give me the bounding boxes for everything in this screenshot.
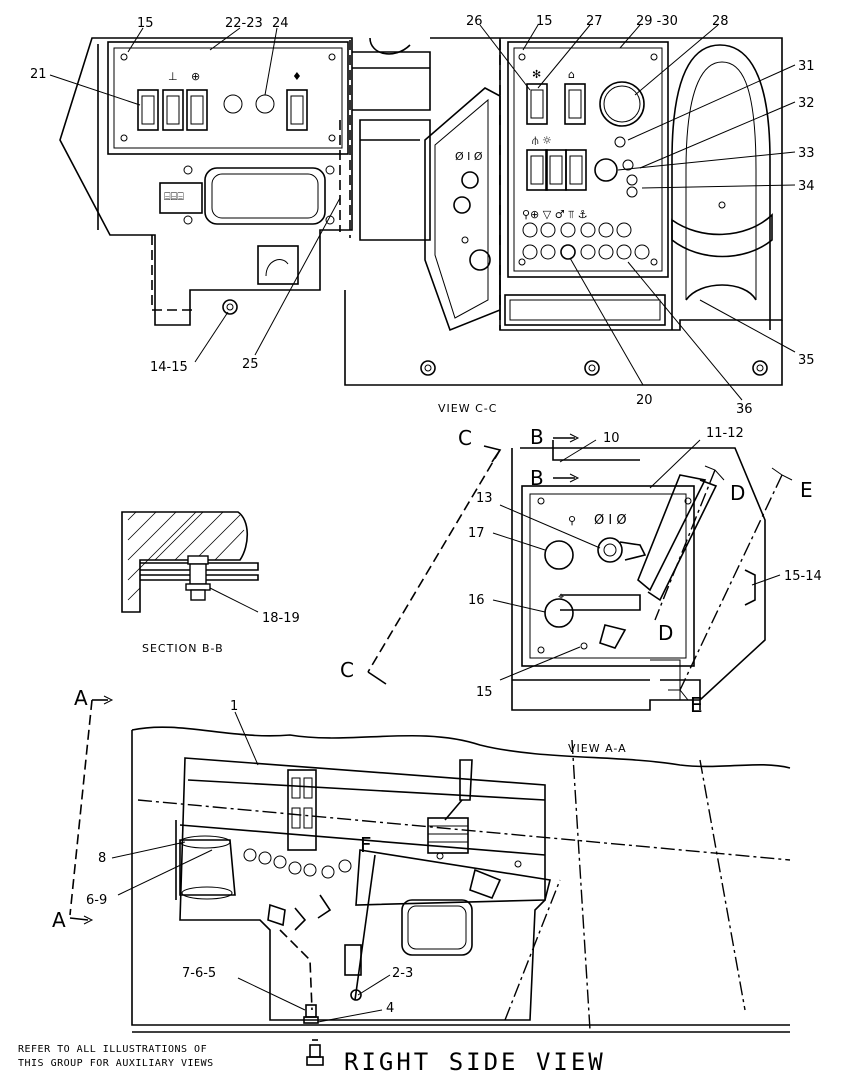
section-letter-e: E xyxy=(690,693,703,717)
reference-note-line1: REFER TO ALL ILLUSTRATIONS OF xyxy=(18,1044,207,1055)
svg-text:Ø I Ø: Ø I Ø xyxy=(455,150,483,163)
callout-10: 10 xyxy=(603,431,620,446)
callout-20: 20 xyxy=(636,393,653,408)
right-side-leaders xyxy=(111,711,391,1023)
section-letter-b: B xyxy=(530,425,544,449)
callout-11-12: 11-12 xyxy=(706,426,744,441)
callout-15: 15 xyxy=(476,685,493,700)
callout-6-9: 6-9 xyxy=(86,893,107,908)
svg-text:⚲⊕ ▽ ♂ ⫪ ⚓: ⚲⊕ ▽ ♂ ⫪ ⚓ xyxy=(522,208,588,221)
svg-text:Ø I Ø: Ø I Ø xyxy=(594,513,627,528)
callout-21: 21 xyxy=(30,67,47,82)
callout-7-6-5: 7-6-5 xyxy=(182,966,216,981)
svg-text:⌸⌸⌸: ⌸⌸⌸ xyxy=(164,190,184,203)
view-cc-drawing: ⊥ ⊕ ♦ ⌸⌸⌸ xyxy=(59,37,783,386)
section-letter-d: D xyxy=(730,481,745,505)
callout-15: 15 xyxy=(536,14,553,29)
section-letter-c: C xyxy=(340,658,354,682)
callout-25: 25 xyxy=(242,357,259,372)
view-aa-drawing: ⚲ Ø I Ø ⌖ xyxy=(511,447,766,711)
callout-15: 15 xyxy=(137,16,154,31)
section-a-lines xyxy=(69,695,114,925)
section-bb-caption: SECTION B-B xyxy=(142,642,224,655)
svg-text:⌂: ⌂ xyxy=(568,68,575,81)
callout-36: 36 xyxy=(736,402,753,417)
section-letter-b: B xyxy=(530,466,544,490)
callout-31: 31 xyxy=(798,59,815,74)
callout-29-30: 29 -30 xyxy=(636,14,678,29)
callout-18-19: 18-19 xyxy=(262,611,300,626)
section-letter-d: D xyxy=(658,621,673,645)
lamp-icon xyxy=(306,1039,324,1066)
callout-2-3: 2-3 xyxy=(392,966,413,981)
svg-text:✻: ✻ xyxy=(532,68,541,81)
section-cut-lines xyxy=(367,433,793,701)
indicator-grid xyxy=(522,222,650,260)
svg-text:⌖: ⌖ xyxy=(558,590,564,603)
callout-34: 34 xyxy=(798,179,815,194)
right-side-view-drawing xyxy=(131,726,791,1033)
callout-16: 16 xyxy=(468,593,485,608)
section-letter-a: A xyxy=(74,686,88,710)
view-aa-caption: VIEW A-A xyxy=(568,742,627,755)
svg-text:♦: ♦ xyxy=(292,70,302,83)
callout-13: 13 xyxy=(476,491,493,506)
callout-35: 35 xyxy=(798,353,815,368)
callout-4: 4 xyxy=(386,1001,394,1016)
view-cc-caption: VIEW C-C xyxy=(438,402,497,415)
right-side-view-caption: RIGHT SIDE VIEW xyxy=(344,1048,606,1076)
callout-28: 28 xyxy=(712,14,729,29)
callout-27: 27 xyxy=(586,14,603,29)
callout-26: 26 xyxy=(466,14,483,29)
reference-note-line2: THIS GROUP FOR AUXILIARY VIEWS xyxy=(18,1058,214,1069)
svg-text:⫛ ☼: ⫛ ☼ xyxy=(532,134,552,147)
callout-32: 32 xyxy=(798,96,815,111)
svg-text:⊕: ⊕ xyxy=(191,70,200,83)
svg-text:⚲: ⚲ xyxy=(568,514,576,527)
section-letter-c: C xyxy=(458,426,472,450)
section-letter-e: E xyxy=(800,478,813,502)
callout-8: 8 xyxy=(98,851,106,866)
callout-24: 24 xyxy=(272,16,289,31)
svg-text:⊥: ⊥ xyxy=(168,70,178,83)
view-cc-leaders xyxy=(49,24,796,401)
callout-1: 1 xyxy=(230,699,238,714)
callout-22-23: 22-23 xyxy=(225,16,263,31)
section-bb-drawing xyxy=(121,511,259,613)
callout-14-15: 14-15 xyxy=(150,360,188,375)
view-aa-leaders xyxy=(492,439,781,681)
callout-15-14: 15-14 xyxy=(784,569,822,584)
callout-33: 33 xyxy=(798,146,815,161)
section-letter-f: F xyxy=(360,833,372,857)
callout-17: 17 xyxy=(468,526,485,541)
section-letter-a: A xyxy=(52,908,66,932)
